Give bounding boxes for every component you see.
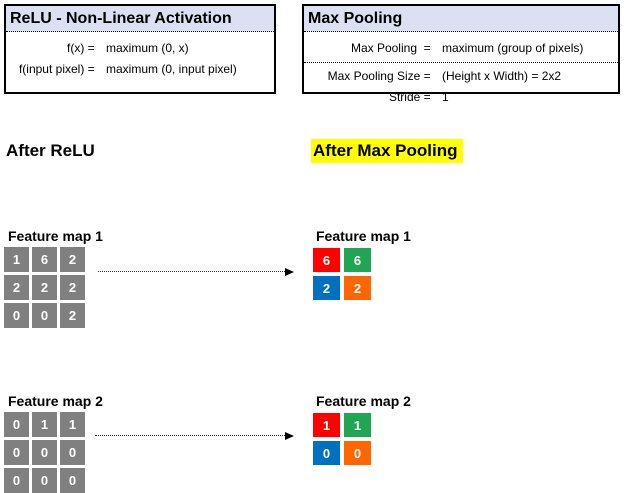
feature-map-1-left-label: Feature map 1 <box>8 228 103 244</box>
after-max-pooling-heading: After Max Pooling <box>311 139 463 163</box>
pooled-cell: 0 <box>344 441 371 465</box>
relu-pixel-rhs: maximum (0, input pixel) <box>106 62 237 76</box>
pooling-def-rhs: maximum (group of pixels) <box>442 41 584 55</box>
relu-cell: 2 <box>4 275 29 300</box>
feature-map-1-right-label: Feature map 1 <box>316 228 411 244</box>
relu-cell: 2 <box>60 275 85 300</box>
relu-cell: 0 <box>4 468 29 493</box>
relu-cell: 0 <box>4 303 29 328</box>
relu-cell: 1 <box>4 247 29 272</box>
pooling-box-title: Max Pooling <box>304 6 618 32</box>
relu-box-body: f(x) = maximum (0, x) f(input pixel) = m… <box>6 32 274 80</box>
relu-cell: 0 <box>4 412 29 437</box>
pooling-stride-rhs: 1 <box>442 90 449 104</box>
pooling-stride-row: Stride = 1 <box>304 87 618 108</box>
relu-cell: 0 <box>60 468 85 493</box>
pooled-cell: 0 <box>313 441 340 465</box>
pooled-cell: 6 <box>313 248 340 272</box>
relu-cell: 0 <box>32 303 57 328</box>
relu-formula-generic: f(x) = maximum (0, x) <box>6 38 274 59</box>
pooling-size-lhs: Max Pooling Size = <box>327 69 434 83</box>
relu-cell: 1 <box>32 412 57 437</box>
relu-cell: 2 <box>32 275 57 300</box>
pooled-cell: 1 <box>344 413 371 437</box>
pooling-formula-definition: Max Pooling = maximum (group of pixels) <box>304 38 618 63</box>
feature-map-2-left-label: Feature map 2 <box>8 393 103 409</box>
pooled-cell: 2 <box>344 276 371 300</box>
relu-cell: 2 <box>60 303 85 328</box>
relu-cell: 6 <box>32 247 57 272</box>
pooling-box-body: Max Pooling = maximum (group of pixels) … <box>304 32 618 108</box>
pooling-def-lhs: Max Pooling = <box>350 41 434 55</box>
feature-map-2-right-label: Feature map 2 <box>316 393 411 409</box>
arrow-line <box>98 271 285 272</box>
arrow-feature-map-1 <box>98 267 294 276</box>
after-relu-heading: After ReLU <box>6 141 95 160</box>
pooled-cell: 2 <box>313 276 340 300</box>
pooling-size-row: Max Pooling Size = (Height x Width) = 2x… <box>304 66 618 87</box>
relu-pixel-lhs: f(input pixel) = <box>18 62 98 76</box>
relu-formula-pixel: f(input pixel) = maximum (0, input pixel… <box>6 59 274 80</box>
relu-formula-lhs: f(x) = <box>66 41 98 55</box>
relu-cell: 1 <box>60 412 85 437</box>
arrow-feature-map-2 <box>95 431 294 440</box>
arrow-head-icon <box>285 431 294 440</box>
relu-box-title: ReLU - Non-Linear Activation <box>6 6 274 32</box>
relu-cell: 0 <box>32 440 57 465</box>
arrow-head-icon <box>285 267 294 276</box>
pooled-cell: 1 <box>313 413 340 437</box>
pooling-size-rhs: (Height x Width) = 2x2 <box>442 69 562 83</box>
pooled-cell: 6 <box>344 248 371 272</box>
relu-cell: 0 <box>4 440 29 465</box>
max-pooling-definition-box: Max Pooling Max Pooling = maximum (group… <box>302 4 620 104</box>
relu-cell: 0 <box>32 468 57 493</box>
arrow-line <box>95 435 285 436</box>
relu-formula-rhs: maximum (0, x) <box>106 41 189 55</box>
relu-definition-box: ReLU - Non-Linear Activation f(x) = maxi… <box>4 4 276 94</box>
pooling-stride-lhs: Stride = <box>388 90 434 104</box>
relu-cell: 2 <box>60 247 85 272</box>
relu-cell: 0 <box>60 440 85 465</box>
